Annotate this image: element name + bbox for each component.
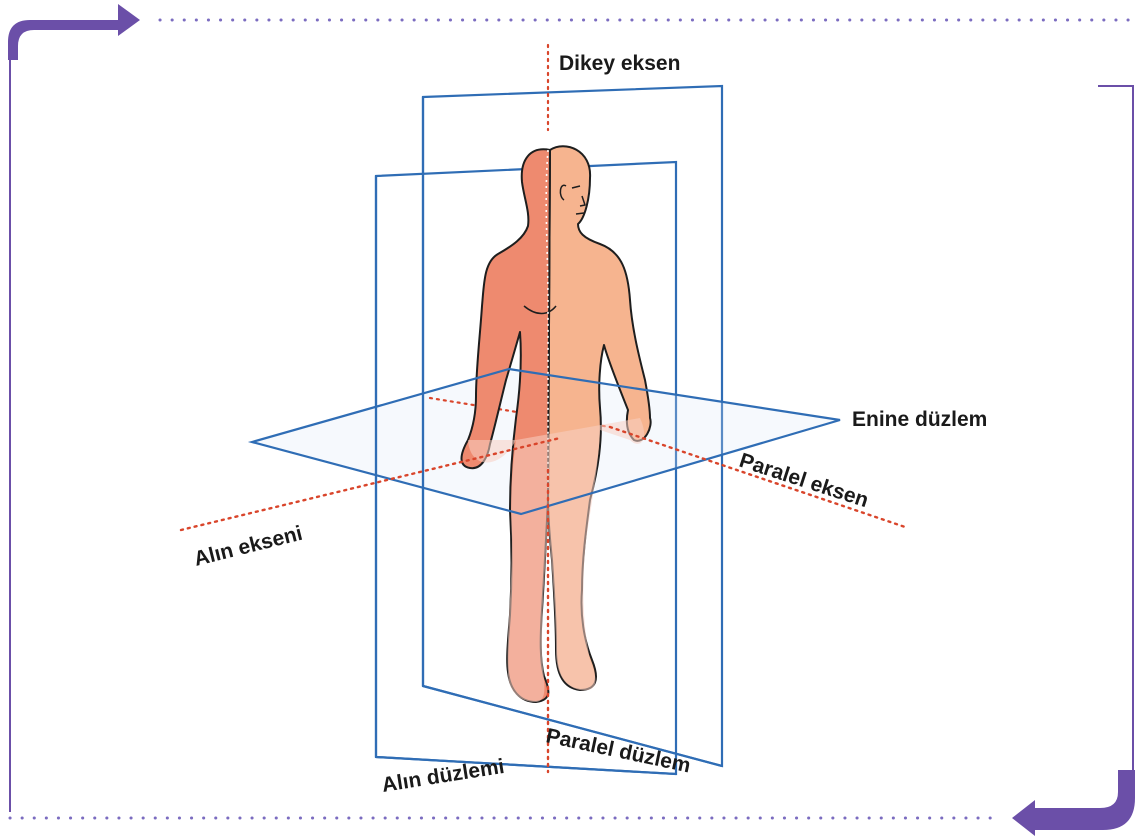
label-parallel-plane: Paralel düzlem (544, 724, 693, 777)
bottom-right-arrow-icon (1012, 770, 1135, 836)
label-frontal-axis: Alın ekseni (192, 522, 305, 571)
label-transverse-plane: Enine düzlem (852, 408, 987, 431)
label-vertical-axis: Dikey eksen (559, 52, 680, 75)
top-left-arrow-icon (8, 4, 140, 60)
right-border-line (1098, 86, 1133, 780)
label-parallel-axis: Paralel eksen (736, 449, 871, 512)
